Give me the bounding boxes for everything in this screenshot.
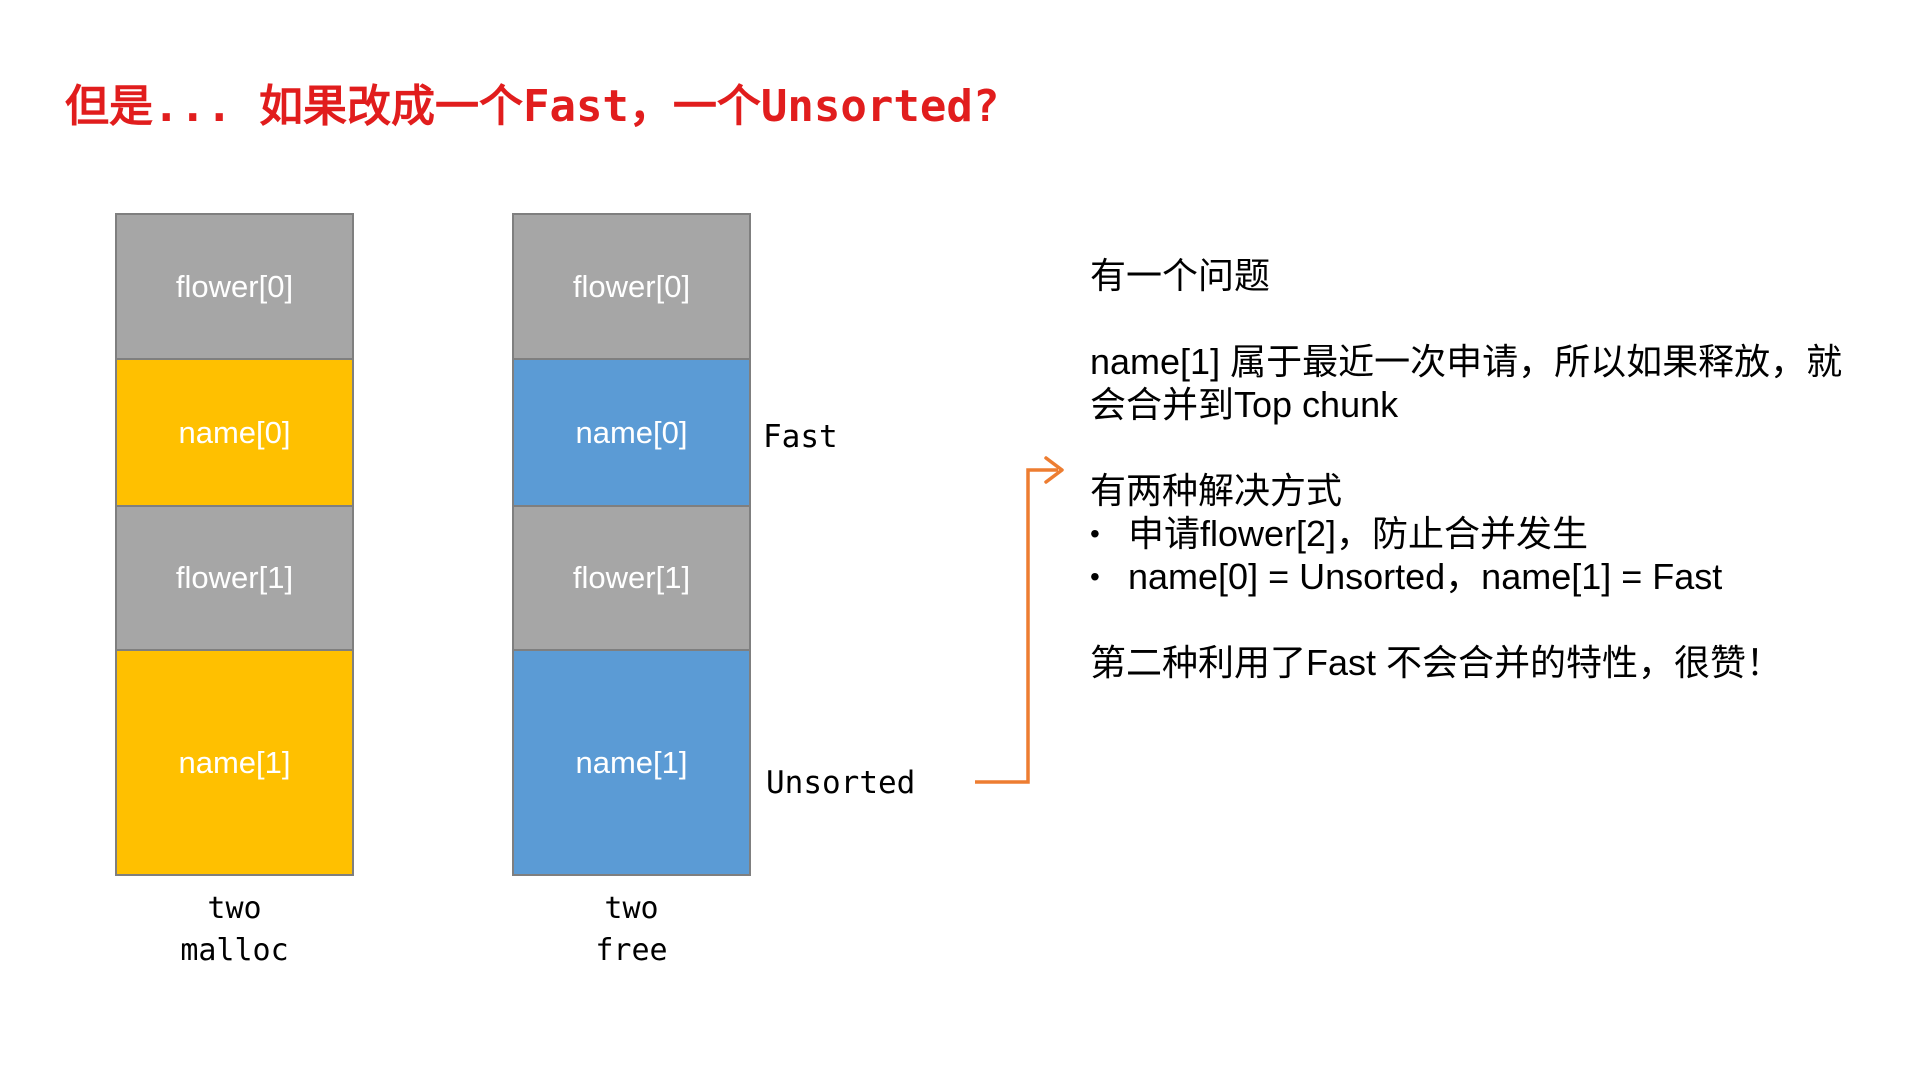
solution-bullet-2-text: name[0] = Unsorted，name[1] = Fast xyxy=(1128,556,1723,597)
caption-line: two xyxy=(604,891,659,926)
unsorted-bin-label: Unsorted xyxy=(766,765,916,801)
notes-panel: 有一个问题 name[1] 属于最近一次申请，所以如果释放，就 会合并到Top … xyxy=(1090,254,1843,684)
free-column-caption: two free xyxy=(512,888,751,972)
malloc-column-caption: two malloc xyxy=(115,888,354,972)
note-conclusion: 第二种利用了Fast 不会合并的特性，很赞！ xyxy=(1090,642,1783,683)
memory-block-flower0: flower[0] xyxy=(115,213,354,360)
spacer xyxy=(1090,426,1730,469)
caption-line: malloc xyxy=(180,933,289,968)
bullet-icon: • xyxy=(1090,518,1100,549)
caption-line: free xyxy=(595,933,668,968)
bullet-icon: • xyxy=(1090,561,1100,592)
caption-line: two xyxy=(207,891,262,926)
slide-title: 但是... 如果改成一个Fast，一个Unsorted? xyxy=(65,81,1000,132)
note-problem-heading: 有一个问题 xyxy=(1090,255,1271,296)
spacer xyxy=(1090,598,1730,641)
free-column: flower[0] name[0] flower[1] name[1] xyxy=(512,213,751,876)
memory-block-flower1: flower[1] xyxy=(512,505,751,651)
memory-block-name0: name[0] xyxy=(512,358,751,507)
note-problem-line1: name[1] 属于最近一次申请，所以如果释放，就 xyxy=(1090,341,1843,382)
memory-block-flower1: flower[1] xyxy=(115,505,354,651)
memory-block-name1: name[1] xyxy=(512,649,751,876)
memory-block-name0: name[0] xyxy=(115,358,354,507)
connector-arrow-icon xyxy=(975,456,1064,784)
note-problem-line2: 会合并到Top chunk xyxy=(1090,384,1399,425)
spacer xyxy=(1090,297,1730,340)
solution-bullet-2: • name[0] = Unsorted，name[1] = Fast xyxy=(1090,555,1730,598)
memory-block-flower0: flower[0] xyxy=(512,213,751,360)
fast-bin-label: Fast xyxy=(763,419,838,455)
memory-block-name1: name[1] xyxy=(115,649,354,876)
note-solutions-heading: 有两种解决方式 xyxy=(1090,470,1343,511)
solution-bullet-1: • 申请flower[2]，防止合并发生 xyxy=(1090,512,1730,555)
solution-bullet-1-text: 申请flower[2]，防止合并发生 xyxy=(1128,513,1589,554)
malloc-column: flower[0] name[0] flower[1] name[1] xyxy=(115,213,354,876)
